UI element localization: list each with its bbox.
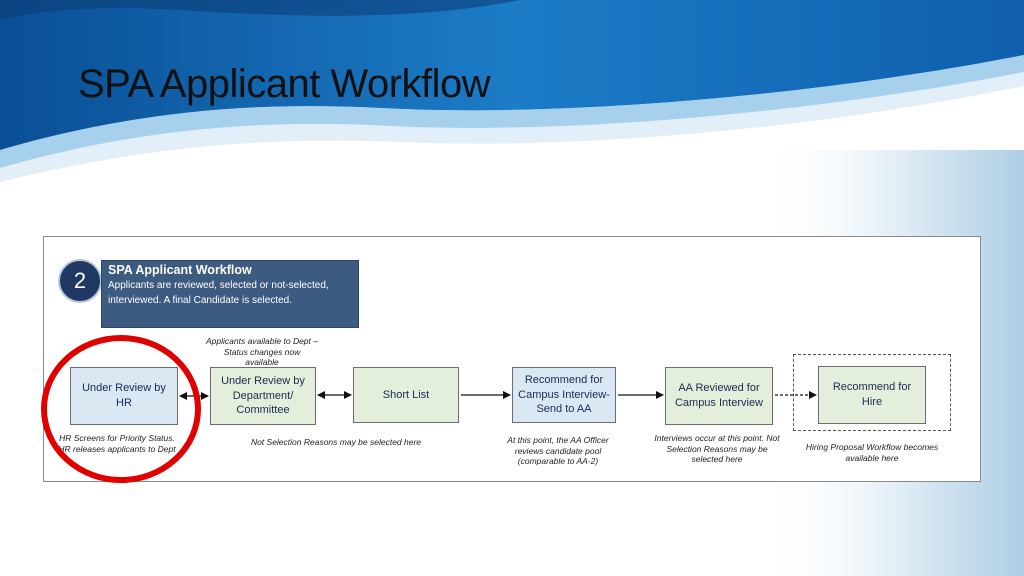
node-under-review-department: Under Review by Department/ Committee: [210, 367, 316, 425]
step-number-badge: 2: [58, 259, 102, 303]
note-below-hr: HR Screens for Priority Status. HR relea…: [58, 433, 176, 454]
workflow-header-title: SPA Applicant Workflow: [108, 263, 252, 277]
workflow-header-box: SPA Applicant Workflow Applicants are re…: [101, 260, 359, 328]
note-below-department: Not Selection Reasons may be selected he…: [250, 437, 422, 447]
node-short-list: Short List: [353, 367, 459, 423]
node-under-review-hr: Under Review by HR: [70, 367, 178, 425]
hire-dashed-frame: [793, 354, 951, 431]
node-recommend-campus-interview: Recommend for Campus Interview-Send to A…: [512, 367, 616, 423]
node-aa-reviewed: AA Reviewed for Campus Interview: [665, 367, 773, 425]
workflow-header-description: Applicants are reviewed, selected or not…: [108, 280, 329, 306]
note-above-department: Applicants available to Dept – Status ch…: [206, 336, 318, 368]
slide-title: SPA Applicant Workflow: [78, 62, 491, 106]
note-below-recommend-campus: At this point, the AA Officer reviews ca…: [507, 435, 609, 467]
note-below-aa-reviewed: Interviews occur at this point. Not Sele…: [654, 433, 780, 465]
note-below-hire: Hiring Proposal Workflow becomes availab…: [805, 442, 939, 463]
node-recommend-hire: Recommend for Hire: [818, 366, 926, 424]
